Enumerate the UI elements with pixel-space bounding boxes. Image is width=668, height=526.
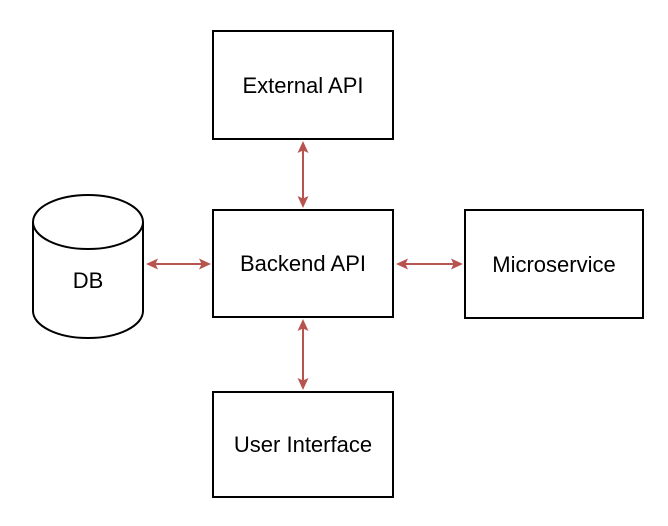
edge-db-backend-api [146, 258, 211, 270]
arrowhead-down-icon [297, 196, 309, 208]
external-api-box [212, 30, 394, 140]
external-api-label: External API [242, 73, 363, 98]
arrowhead-up-icon [297, 141, 309, 153]
microservice-label: Microservice [492, 252, 615, 277]
node-db: DB [32, 194, 144, 339]
db-cylinder [32, 194, 144, 339]
user-interface-label: User Interface [234, 432, 372, 457]
node-external-api: External API [212, 30, 394, 140]
microservice-box [464, 209, 644, 319]
node-user-interface: User Interface [212, 391, 394, 498]
backend-api-label: Backend API [240, 251, 366, 276]
arrowhead-left-icon [146, 258, 158, 270]
arrowhead-up-icon [297, 319, 309, 331]
arrowhead-right-icon [451, 258, 463, 270]
db-cylinder-top-rim [32, 221, 144, 250]
arrowhead-left-icon [396, 258, 408, 270]
node-microservice: Microservice [464, 209, 644, 319]
edge-backend-api-user-interface [297, 319, 309, 390]
node-backend-api: Backend API [212, 209, 394, 318]
arrowhead-down-icon [297, 378, 309, 390]
user-interface-box [212, 391, 394, 498]
arrowhead-right-icon [199, 258, 211, 270]
edge-backend-api-microservice [396, 258, 463, 270]
edge-external-api-backend-api [297, 141, 309, 208]
backend-api-box [212, 209, 394, 318]
db-label: DB [73, 268, 104, 293]
